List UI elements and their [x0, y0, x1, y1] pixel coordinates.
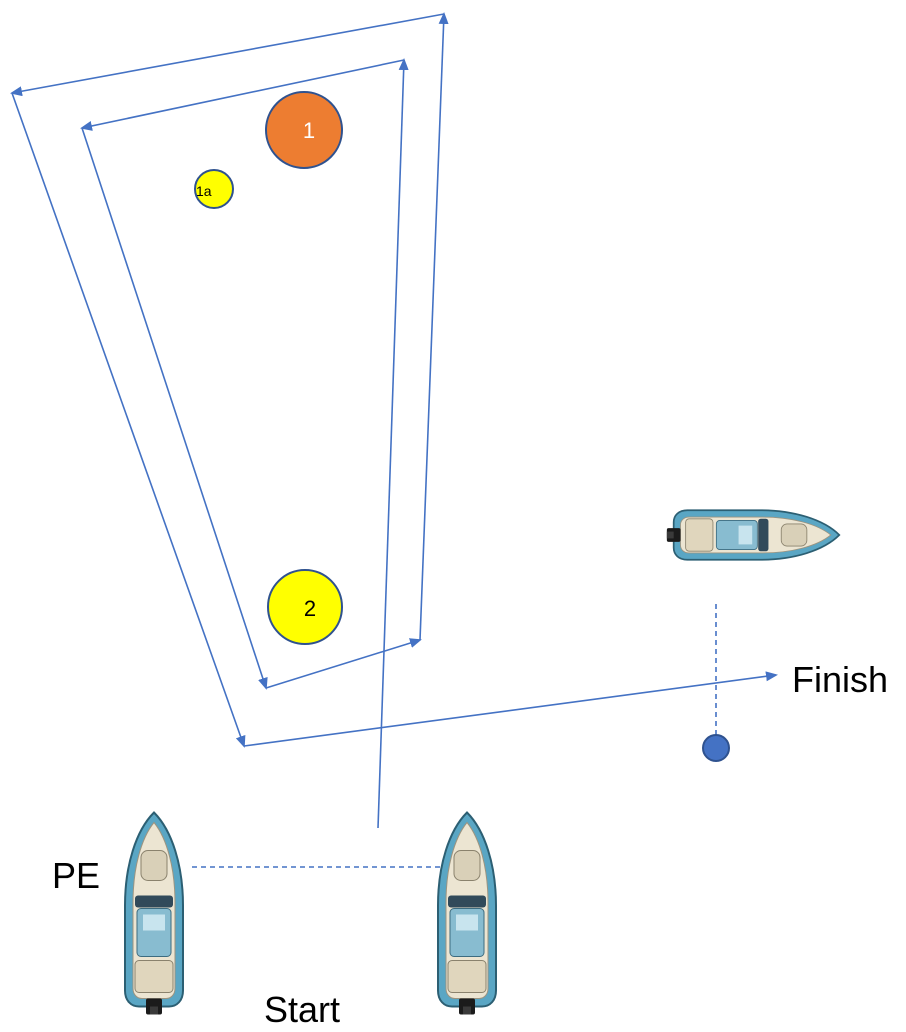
leg-inner-down — [81, 127, 268, 690]
finish-label: Finish — [792, 659, 888, 700]
mark-1-label: 1 — [303, 118, 315, 143]
leg-outer-down — [11, 92, 246, 748]
pin-end-label: PE — [52, 855, 100, 896]
leg-finish — [243, 671, 778, 747]
motorboat-icon — [666, 509, 841, 561]
leg-inner-to-mark1 — [80, 59, 405, 131]
start-leg-upwind — [377, 58, 409, 829]
leg-inner-up — [419, 12, 449, 641]
mark-2-label: 2 — [304, 596, 316, 621]
motorboat-icon — [123, 811, 185, 1016]
start-label: Start — [264, 989, 340, 1030]
mark-1: 1 — [265, 91, 343, 169]
mark-1a: 1a — [194, 169, 234, 209]
leg-mark2-reach — [265, 638, 422, 689]
motorboat-icon — [436, 811, 498, 1016]
mark-2: 2 — [267, 569, 343, 645]
finish-buoy — [702, 734, 730, 762]
leg-outer-top — [10, 13, 445, 97]
mark-1a-label: 1a — [196, 183, 212, 199]
